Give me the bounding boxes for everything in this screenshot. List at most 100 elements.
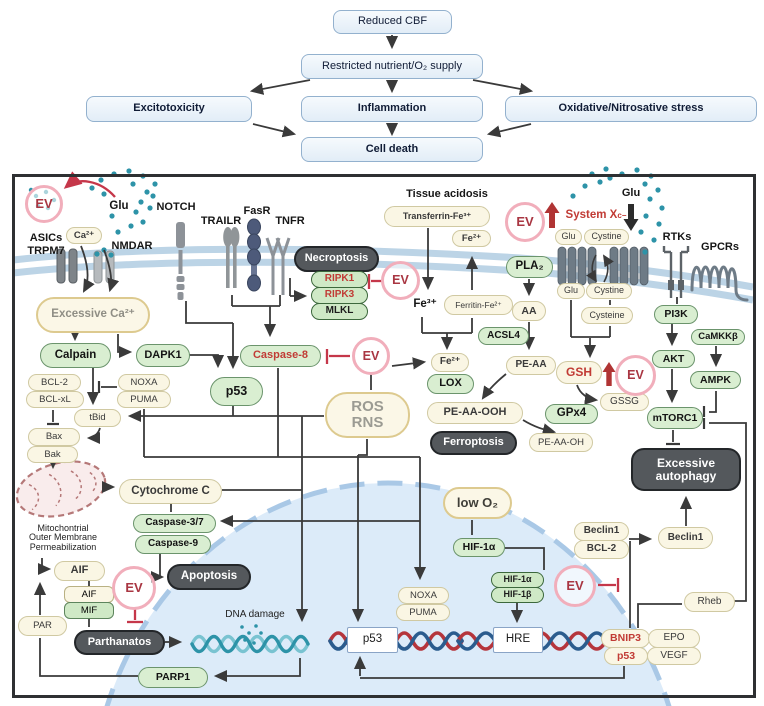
parthanatos-badge: Parthanatos bbox=[74, 630, 165, 655]
ev-release-curved-arrow-icon bbox=[63, 171, 116, 198]
system-xc-base: System X bbox=[565, 209, 618, 222]
hif1b-dimer-node: HIF-1β bbox=[491, 587, 544, 603]
asics-label: ASICs bbox=[29, 232, 63, 245]
dapk1-node: DAPK1 bbox=[136, 344, 190, 367]
hif1a-node: HIF-1α bbox=[453, 538, 505, 557]
p53-gene-box: p53 bbox=[347, 627, 398, 653]
noxa-nucleus-node: NOXA bbox=[398, 587, 449, 604]
caspase37-node: Caspase-3/7 bbox=[133, 514, 216, 533]
cysteine-node: Cysteine bbox=[581, 307, 633, 324]
ros-rns-node: ROS RNS bbox=[325, 392, 410, 438]
pe-aa-node: PE-AA bbox=[506, 356, 556, 375]
glu-label-left: Glu bbox=[109, 200, 129, 213]
node-oxidative-stress: Oxidative/Nitrosative stress bbox=[505, 96, 757, 122]
gpcrs-label: GPCRs bbox=[701, 240, 739, 253]
node-restricted-supply: Restricted nutrient/O₂ supply bbox=[301, 54, 483, 79]
p53-target-node: p53 bbox=[604, 647, 648, 665]
apoptosis-badge: Apoptosis bbox=[167, 564, 251, 590]
bak-node: Bak bbox=[27, 446, 78, 463]
pi3k-node: PI3K bbox=[654, 305, 698, 324]
ferroptosis-badge: Ferroptosis bbox=[430, 431, 517, 455]
epo-node: EPO bbox=[648, 629, 700, 648]
gsh-node: GSH bbox=[556, 361, 602, 384]
camkkb-node: CaMKKβ bbox=[691, 329, 745, 345]
fe3-label: Fe³⁺ bbox=[413, 297, 437, 310]
fe2-extracellular-node: Fe²⁺ bbox=[452, 230, 491, 247]
tbid-node: tBid bbox=[74, 409, 121, 427]
tissue-acidosis-label: Tissue acidosis bbox=[406, 187, 488, 200]
trailr-receptor-icon bbox=[223, 227, 240, 288]
fe2-cytoplasm-node: Fe²⁺ bbox=[431, 353, 469, 372]
bclxl-node: BCL-xL bbox=[26, 391, 84, 408]
cystine-out-node: Cystine bbox=[584, 229, 629, 245]
hre-gene-box: HRE bbox=[493, 627, 543, 653]
system-xc-up-arrow-icon bbox=[544, 202, 560, 228]
cystine-in-node: Cystine bbox=[586, 283, 632, 299]
dna-damage-helix-icon bbox=[190, 634, 310, 654]
transferrin-fe3-node: Transferrin-Fe³⁺ bbox=[384, 206, 490, 227]
momp-line1: Mitochontrial bbox=[37, 522, 89, 533]
necroptosis-badge: Necroptosis bbox=[294, 246, 379, 272]
plasma-membrane-icon bbox=[12, 245, 754, 304]
signal-lines bbox=[33, 35, 747, 683]
tnfr-label: TNFR bbox=[275, 214, 305, 227]
excessive-autophagy-line1: Excessive bbox=[656, 456, 716, 471]
momp-line2: Outer Membrane bbox=[28, 532, 98, 543]
gpcr-receptor-icon bbox=[690, 265, 749, 302]
diagram-border bbox=[12, 174, 756, 698]
beclin1-free-node: Beclin1 bbox=[658, 527, 713, 549]
bcl2-node: BCL-2 bbox=[28, 374, 81, 391]
gssg-node: GSSG bbox=[600, 393, 649, 411]
system-xc-sub: c bbox=[617, 210, 622, 220]
ev-vesicle-beclin: EV bbox=[554, 565, 596, 607]
puma-nucleus-node: PUMA bbox=[396, 604, 450, 621]
momp-label: Mitochontrial Outer Membrane Permeabiliz… bbox=[10, 517, 116, 559]
bnip3-node: BNIP3 bbox=[601, 629, 650, 648]
rtks-label: RTKs bbox=[662, 230, 692, 243]
bax-node: Bax bbox=[28, 428, 80, 446]
dna-damage-label: DNA damage bbox=[225, 609, 285, 621]
ampk-node: AMPK bbox=[690, 371, 741, 389]
glu-out-node: Glu bbox=[555, 229, 582, 245]
excessive-autophagy-line2: autophagy bbox=[655, 468, 717, 483]
ferritin-fe2-node: Ferritin-Fe²⁺ bbox=[444, 295, 513, 315]
notch-label: NOTCH bbox=[156, 200, 196, 213]
lox-node: LOX bbox=[427, 374, 474, 394]
mif-node: MIF bbox=[64, 602, 114, 619]
aif-complex-node: AIF bbox=[64, 586, 114, 603]
excessive-ca-node: Excessive Ca²⁺ bbox=[36, 297, 150, 333]
excessive-autophagy-badge: Excessive autophagy bbox=[631, 448, 741, 491]
mtorc1-node: mTORC1 bbox=[647, 407, 703, 429]
glu-label-right: Glu bbox=[621, 186, 641, 199]
beclin1-bound-node: Beclin1 bbox=[574, 522, 629, 541]
ripk3-node: RIPK3 bbox=[311, 287, 368, 304]
p53-cytoplasm-node: p53 bbox=[210, 377, 263, 406]
par-node: PAR bbox=[18, 616, 67, 636]
gpx4-node: GPx4 bbox=[545, 404, 598, 424]
glutamate-dots-left-icon bbox=[89, 168, 158, 258]
mlkl-node: MLKL bbox=[311, 303, 368, 320]
parp1-node: PARP1 bbox=[138, 667, 208, 688]
aa-node: AA bbox=[512, 301, 546, 321]
cytochrome-c-node: Cytochrome C bbox=[119, 479, 222, 504]
caspase9-node: Caspase-9 bbox=[135, 535, 211, 554]
caspase8-node: Caspase-8 bbox=[240, 345, 321, 367]
vegf-node: VEGF bbox=[647, 647, 701, 665]
ev-vesicle-gsh: EV bbox=[615, 355, 656, 396]
ros-line: ROS bbox=[351, 398, 384, 416]
fasr-label: FasR bbox=[243, 204, 271, 217]
pe-aa-ooh-node: PE-AA-OOH bbox=[427, 402, 523, 424]
node-excitotoxicity: Excitotoxicity bbox=[86, 96, 252, 122]
ev-vesicle-caspase8: EV bbox=[352, 337, 390, 375]
ev-vesicle-ripk: EV bbox=[381, 261, 420, 300]
ev-vesicle-systemxc: EV bbox=[505, 202, 545, 242]
hif1a-dimer-node: HIF-1α bbox=[491, 572, 544, 588]
acsl4-node: ACSL4 bbox=[478, 327, 529, 345]
bcl2-beclin-node: BCL-2 bbox=[574, 540, 629, 559]
glu-influx-down-arrow-icon bbox=[623, 204, 639, 231]
ripk1-node: RIPK1 bbox=[311, 271, 368, 288]
mitochondria-icon bbox=[15, 460, 107, 518]
